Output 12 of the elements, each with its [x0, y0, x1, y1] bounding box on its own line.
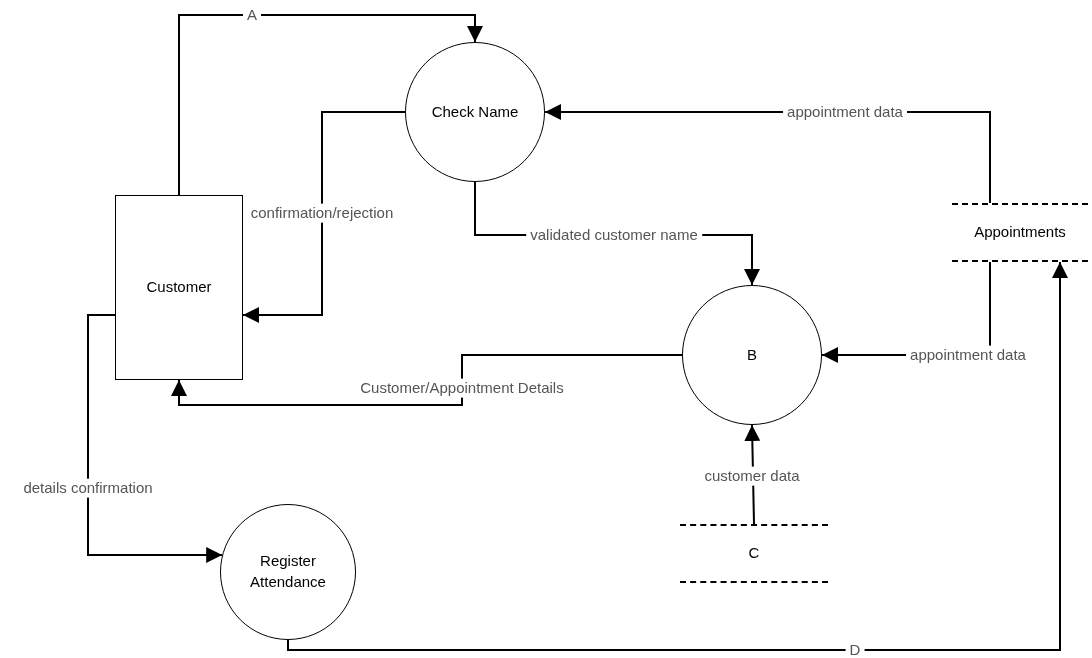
entity-box [115, 195, 243, 380]
node-label: Check Name [430, 101, 520, 122]
arrow [242, 111, 406, 323]
node-label: Customer [145, 277, 213, 298]
arrow [287, 261, 1068, 651]
arrow [171, 354, 683, 406]
node-label: Appointments [973, 222, 1067, 243]
node-label: B [746, 344, 758, 365]
node-label: C [747, 543, 761, 564]
arrow [178, 14, 483, 196]
node-label: Register Attendance [249, 551, 327, 592]
arrow [87, 314, 224, 563]
